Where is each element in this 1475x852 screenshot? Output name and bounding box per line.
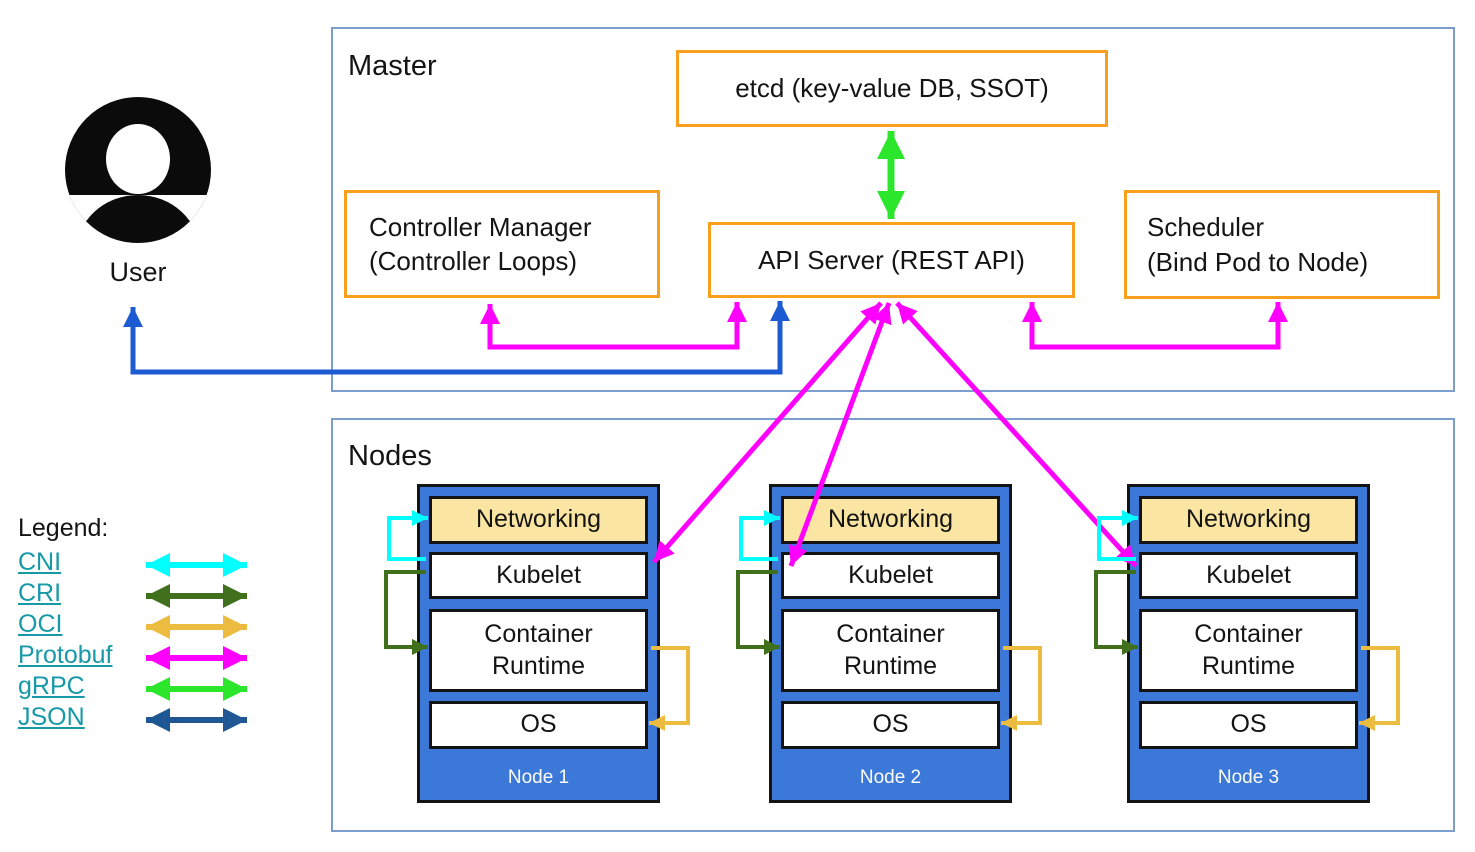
api-server-label: API Server (REST API): [758, 244, 1025, 275]
legend-link-grpc[interactable]: gRPC: [18, 672, 85, 700]
node-3-container-runtime-box: Container Runtime: [1139, 609, 1358, 692]
node-2-os-box: OS: [781, 701, 1000, 749]
node-1-networking-box: Networking: [429, 496, 648, 544]
scheduler-label-line1: Scheduler: [1147, 212, 1265, 243]
legend-link-oci[interactable]: OCI: [18, 610, 63, 638]
nodes-group-title: Nodes: [348, 440, 432, 472]
node-1-kubelet-box: Kubelet: [429, 552, 648, 599]
node-1-name: Node 1: [507, 767, 570, 788]
legend-link-json[interactable]: JSON: [18, 703, 85, 731]
node-3: Networking Kubelet Container Runtime OS …: [1127, 484, 1370, 803]
scheduler-label-line2: (Bind Pod to Node): [1147, 246, 1369, 277]
node-2-container-runtime-box: Container Runtime: [781, 609, 1000, 692]
node-3-os-box: OS: [1139, 701, 1358, 749]
controller-manager-label-line1: Controller Manager: [369, 211, 592, 242]
node-3-name: Node 3: [1217, 767, 1280, 788]
nodes-group-box: [331, 418, 1455, 832]
etcd-label: etcd (key-value DB, SSOT): [735, 73, 1049, 104]
node-2-networking-box: Networking: [781, 496, 1000, 544]
node-2: Networking Kubelet Container Runtime OS …: [769, 484, 1012, 803]
node-3-networking-box: Networking: [1139, 496, 1358, 544]
legend-link-cni[interactable]: CNI: [18, 548, 62, 576]
node-1-container-runtime-box: Container Runtime: [429, 609, 648, 692]
node-1: Networking Kubelet Container Runtime OS …: [417, 484, 660, 803]
node-2-kubelet-box: Kubelet: [781, 552, 1000, 599]
api-server-box: API Server (REST API): [708, 222, 1075, 298]
legend-link-cri[interactable]: CRI: [18, 579, 62, 607]
controller-manager-label-line2: (Controller Loops): [369, 246, 578, 276]
master-group-title: Master: [348, 50, 437, 82]
controller-manager-box: Controller Manager (Controller Loops): [344, 190, 660, 298]
user-label: User: [109, 257, 167, 287]
node-1-os-box: OS: [429, 701, 648, 749]
node-2-name: Node 2: [859, 767, 922, 788]
node-3-kubelet-box: Kubelet: [1139, 552, 1358, 599]
scheduler-box: Scheduler (Bind Pod to Node): [1124, 190, 1440, 299]
legend-title: Legend:: [18, 514, 109, 542]
etcd-box: etcd (key-value DB, SSOT): [676, 50, 1108, 127]
user-icon: [65, 97, 211, 243]
master-group-box: [331, 27, 1455, 392]
legend-link-protobuf[interactable]: Protobuf: [18, 641, 113, 669]
